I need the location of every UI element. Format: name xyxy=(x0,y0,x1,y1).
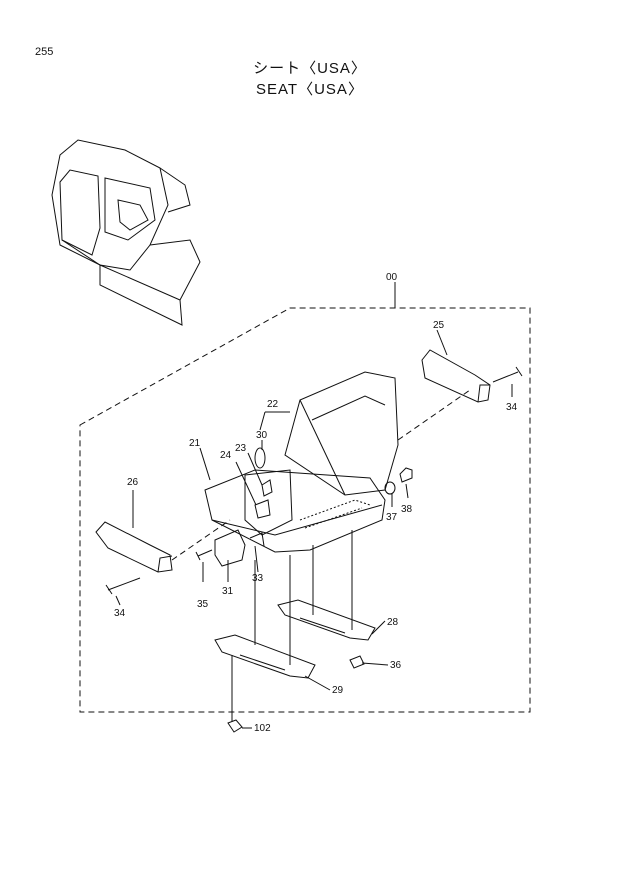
cover-31 xyxy=(214,529,246,567)
armrest-right xyxy=(421,349,491,403)
seat-back xyxy=(284,371,399,496)
label-29: 29 xyxy=(332,685,344,696)
rail-28-detail xyxy=(299,617,346,634)
armrest-left xyxy=(95,521,173,573)
label-33: 33 xyxy=(252,573,264,584)
label-31: 31 xyxy=(222,586,234,597)
label-35: 35 xyxy=(197,599,209,610)
label-23: 23 xyxy=(235,443,247,454)
title-english: SEAT〈USA〉 xyxy=(256,81,364,98)
side-bracket xyxy=(244,469,293,536)
rail-29-detail xyxy=(239,654,286,671)
knob-23 xyxy=(261,479,273,497)
guide-lines xyxy=(231,530,353,722)
label-38: 38 xyxy=(401,504,413,515)
part-33 xyxy=(249,532,265,547)
assembly-boundary xyxy=(79,307,531,713)
label-26: 26 xyxy=(127,477,139,488)
nut-102 xyxy=(227,719,243,733)
bolt-left-34 xyxy=(105,577,141,595)
leader-lines xyxy=(115,329,513,729)
label-25: 25 xyxy=(433,320,445,331)
label-24: 24 xyxy=(220,450,232,461)
washer-37 xyxy=(384,481,396,495)
label-102: 102 xyxy=(254,723,271,734)
slide-rail-29 xyxy=(214,634,316,679)
title-japanese: シート〈USA〉 xyxy=(253,60,367,77)
label-36: 36 xyxy=(390,660,402,671)
label-28: 28 xyxy=(387,617,399,628)
slide-rail-28 xyxy=(277,599,376,641)
leader-armrest-right xyxy=(397,389,471,441)
label-00: 00 xyxy=(386,272,398,283)
nut-36 xyxy=(349,655,365,669)
leader-armrest-left xyxy=(171,519,231,561)
label-34-right: 34 xyxy=(506,402,518,413)
lever-30 xyxy=(254,447,266,469)
screw-35 xyxy=(195,549,213,561)
label-21: 21 xyxy=(189,438,201,449)
bolt-right-34 xyxy=(492,366,523,383)
page-number: 255 xyxy=(35,46,54,58)
part-24 xyxy=(254,499,271,519)
label-34-left: 34 xyxy=(114,608,126,619)
label-22: 22 xyxy=(267,399,279,410)
label-30: 30 xyxy=(256,430,268,441)
callout-labels: 00 25 34 22 30 23 24 21 26 37 38 31 33 3… xyxy=(114,272,518,734)
label-37: 37 xyxy=(386,512,398,523)
excavator-cab-inset xyxy=(51,139,201,326)
bolt-38 xyxy=(399,467,413,483)
seat-cushion xyxy=(204,469,386,553)
